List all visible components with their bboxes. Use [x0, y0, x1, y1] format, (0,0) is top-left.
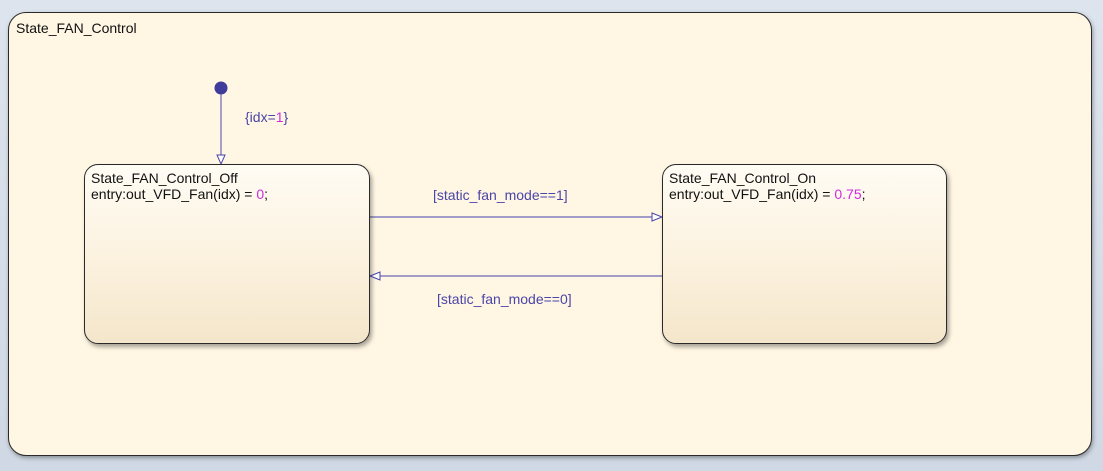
default-action-prefix: {idx=: [245, 109, 276, 125]
transition-off-to-on-label[interactable]: [static_fan_mode==1]: [433, 187, 568, 203]
state-on-entry-action: entry:out_VFD_Fan(idx) = 0.75;: [669, 186, 866, 202]
default-action-suffix: }: [283, 109, 289, 125]
transition-on-to-off-arrowhead: [368, 271, 381, 281]
state-off-entry-suffix: ;: [264, 186, 269, 202]
transition-on-to-off-label[interactable]: [static_fan_mode==0]: [437, 291, 572, 307]
default-transition-arrowhead: [216, 154, 226, 166]
default-transition-label[interactable]: {idx=1}: [245, 109, 288, 125]
state-fan-control-off[interactable]: State_FAN_Control_Off entry:out_VFD_Fan(…: [84, 164, 370, 344]
state-fan-control-on[interactable]: State_FAN_Control_On entry:out_VFD_Fan(i…: [662, 164, 947, 344]
transition-off-to-on-arrowhead: [651, 212, 664, 222]
state-off-entry-action: entry:out_VFD_Fan(idx) = 0;: [91, 186, 268, 202]
state-off-entry-value: 0: [256, 186, 265, 202]
default-transition-dot[interactable]: [214, 81, 228, 95]
state-on-entry-prefix: entry:out_VFD_Fan(idx) =: [669, 186, 835, 202]
state-on-entry-suffix: ;: [861, 186, 866, 202]
state-on-entry-value: 0.75: [834, 186, 862, 202]
state-off-name: State_FAN_Control_Off: [91, 170, 238, 186]
state-on-name: State_FAN_Control_On: [669, 170, 817, 186]
default-action-value: 1: [275, 109, 284, 125]
chart-state-label: State_FAN_Control: [16, 20, 137, 36]
state-off-entry-prefix: entry:out_VFD_Fan(idx) =: [91, 186, 257, 202]
